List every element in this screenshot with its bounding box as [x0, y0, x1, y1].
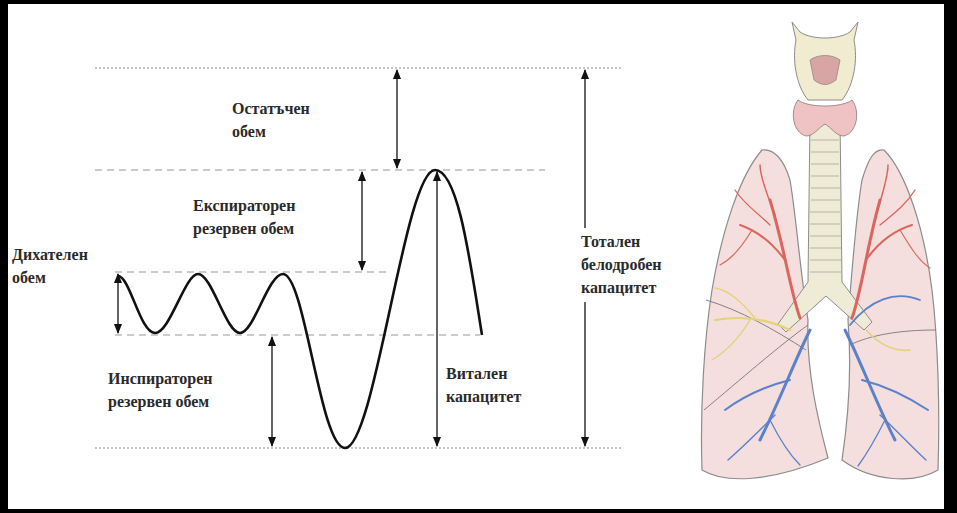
- lungs-illustration: [701, 22, 938, 479]
- dimension-arrow: [117, 274, 118, 333]
- capacity-label: Тотален белодробен капацитет: [578, 228, 686, 302]
- volume-label: Инспираторен резервен обем: [108, 367, 236, 413]
- artery-branches: [720, 165, 930, 318]
- capacity-label: Витален капацитет: [446, 362, 546, 408]
- guide-line: [95, 447, 622, 448]
- thyroid: [793, 100, 856, 136]
- guide-line: [95, 67, 622, 68]
- larynx: [792, 22, 858, 100]
- ground: [8, 4, 944, 509]
- volume-label: Експираторен резервен обем: [193, 194, 321, 240]
- vein-branches: [725, 296, 928, 466]
- larynx-inner: [810, 56, 840, 85]
- trachea-rings: [810, 140, 841, 272]
- guide-line: [115, 271, 390, 272]
- volume-label: Остатъчен обем: [232, 97, 332, 143]
- bronchus-branches: [712, 288, 910, 360]
- guide-line: [95, 169, 545, 170]
- dimension-arrow: [271, 337, 272, 446]
- guide-line: [115, 334, 480, 335]
- dimension-arrow: [361, 172, 362, 270]
- dimension-arrow: [396, 70, 397, 168]
- volume-label: Дихателен обем: [12, 243, 107, 289]
- lung-fissure: [850, 330, 936, 345]
- dimension-arrow: [436, 172, 437, 446]
